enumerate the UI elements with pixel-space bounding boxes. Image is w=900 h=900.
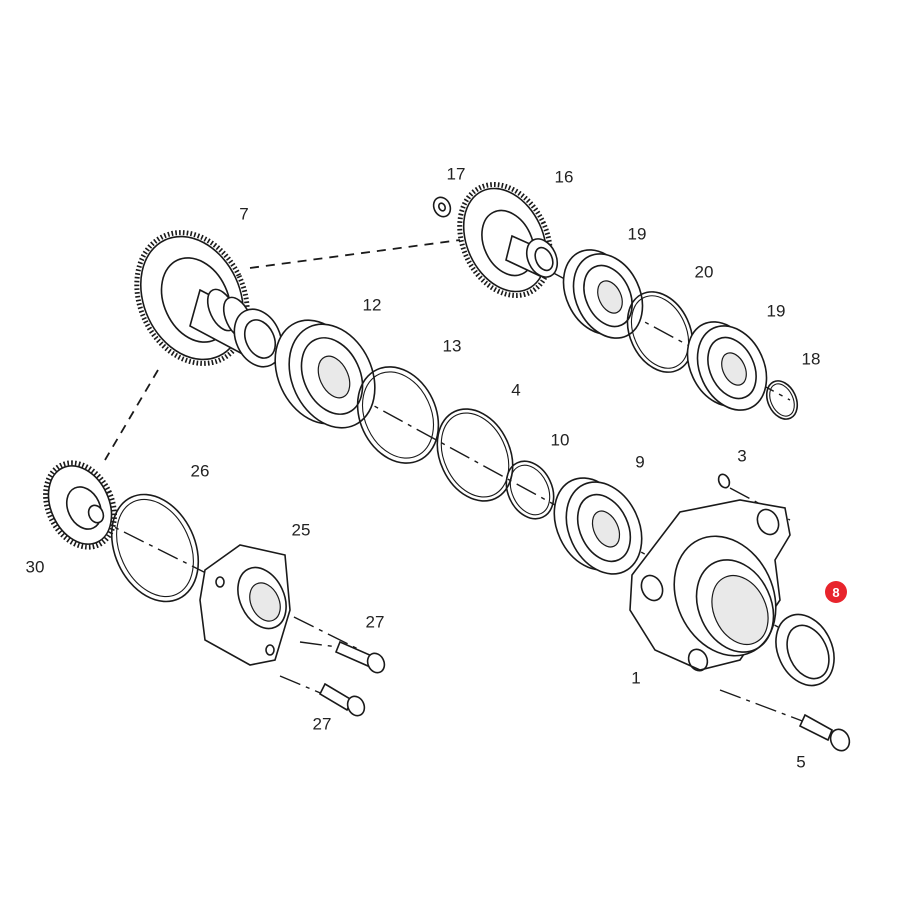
callout-4: 4: [511, 380, 521, 400]
callout-25: 25: [291, 520, 311, 540]
callout-26: 26: [190, 461, 210, 481]
part-1-housing: [629, 499, 791, 672]
callout-27-lower: 27: [312, 714, 332, 734]
callout-3: 3: [737, 446, 747, 466]
callout-1: 1: [631, 668, 641, 688]
part-19-bearing-lower: [686, 321, 768, 411]
part-13-retaining-ring: [356, 366, 440, 464]
gear-link-lines: [104, 239, 461, 461]
callout-5: 5: [796, 752, 806, 772]
callout-13: 13: [442, 336, 462, 356]
part-19-bearing-upper: [562, 249, 644, 339]
callout-27-upper: 27: [365, 612, 385, 632]
callout-7: 7: [239, 204, 249, 224]
part-18-circlip: [765, 380, 799, 420]
callout-30: 30: [25, 557, 45, 577]
part-5-bolt: [798, 713, 851, 752]
part-25-cover-plate: [199, 544, 291, 666]
callout-12: 12: [362, 295, 382, 315]
part-8-seal: [775, 613, 835, 687]
part-16-gear: [457, 182, 559, 298]
part-10-snap-ring: [505, 460, 555, 520]
part-17-nut: [432, 196, 452, 218]
part-26-gasket: [110, 493, 200, 603]
part-20-snap-ring: [626, 291, 694, 373]
part-4-ring: [436, 408, 514, 502]
callout-8-highlight-badge[interactable]: 8: [825, 581, 847, 603]
callout-10: 10: [550, 430, 570, 450]
callout-18: 18: [801, 349, 821, 369]
part-27-bolt-upper: [334, 640, 386, 674]
part-12-bearing: [274, 319, 376, 429]
callout-9: 9: [635, 452, 645, 472]
callout-19-lower: 19: [766, 301, 786, 321]
part-30-small-gear: [43, 460, 117, 550]
callout-17: 17: [446, 164, 466, 184]
part-3-small-o-ring: [717, 473, 731, 489]
part-9-bearing: [553, 477, 643, 575]
part-7-large-gear: [134, 230, 283, 368]
part-27-bolt-lower: [318, 682, 366, 717]
callout-19-upper: 19: [627, 224, 647, 244]
callout-16: 16: [554, 167, 574, 187]
callout-20: 20: [694, 262, 714, 282]
